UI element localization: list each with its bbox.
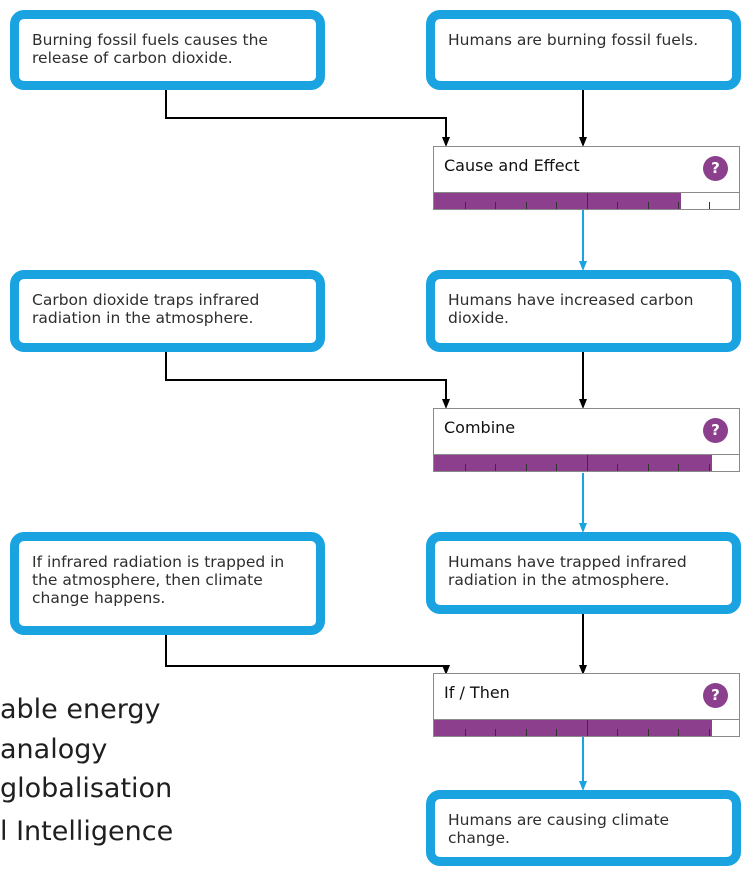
strength-bar-ticks bbox=[465, 720, 710, 736]
conclusion-card-humans-increased[interactable]: Humans have increased carbon dioxide. bbox=[426, 270, 741, 352]
strength-bar bbox=[434, 192, 739, 209]
operator-cause-and-effect[interactable]: Cause and Effect ? bbox=[433, 146, 740, 210]
background-list-item: globalisation bbox=[0, 773, 173, 804]
strength-bar-ticks bbox=[465, 193, 710, 209]
strength-bar-fill bbox=[434, 720, 712, 736]
operator-if-then[interactable]: If / Then ? bbox=[433, 673, 740, 737]
background-list-item: able energy bbox=[0, 694, 161, 725]
strength-bar bbox=[434, 454, 739, 471]
premise-card-co2-traps[interactable]: Carbon dioxide traps infrared radiation … bbox=[10, 270, 325, 352]
operator-combine[interactable]: Combine ? bbox=[433, 408, 740, 472]
premise-connector bbox=[165, 633, 450, 675]
help-icon[interactable]: ? bbox=[703, 683, 728, 708]
strength-bar-ticks bbox=[465, 455, 710, 471]
premise-card-fossil-release[interactable]: Burning fossil fuels causes the release … bbox=[10, 10, 325, 90]
premise-connector bbox=[165, 350, 450, 409]
help-icon[interactable]: ? bbox=[703, 156, 728, 181]
operator-label: Combine bbox=[444, 418, 516, 437]
operator-label: If / Then bbox=[444, 683, 510, 702]
premise-card-if-infrared[interactable]: If infrared radiation is trapped in the … bbox=[10, 532, 325, 635]
strength-bar bbox=[434, 719, 739, 736]
conclusion-card-humans-trapped[interactable]: Humans have trapped infrared radiation i… bbox=[426, 532, 741, 614]
background-list-item: analogy bbox=[0, 734, 108, 765]
premise-card-humans-burning[interactable]: Humans are burning fossil fuels. bbox=[426, 10, 741, 90]
strength-bar-fill bbox=[434, 455, 712, 471]
operator-label: Cause and Effect bbox=[444, 156, 580, 175]
background-list-item: l Intelligence bbox=[0, 816, 174, 847]
premise-connector bbox=[165, 88, 450, 147]
conclusion-card-humans-causing[interactable]: Humans are causing climate change. bbox=[426, 790, 741, 866]
help-icon[interactable]: ? bbox=[703, 418, 728, 443]
